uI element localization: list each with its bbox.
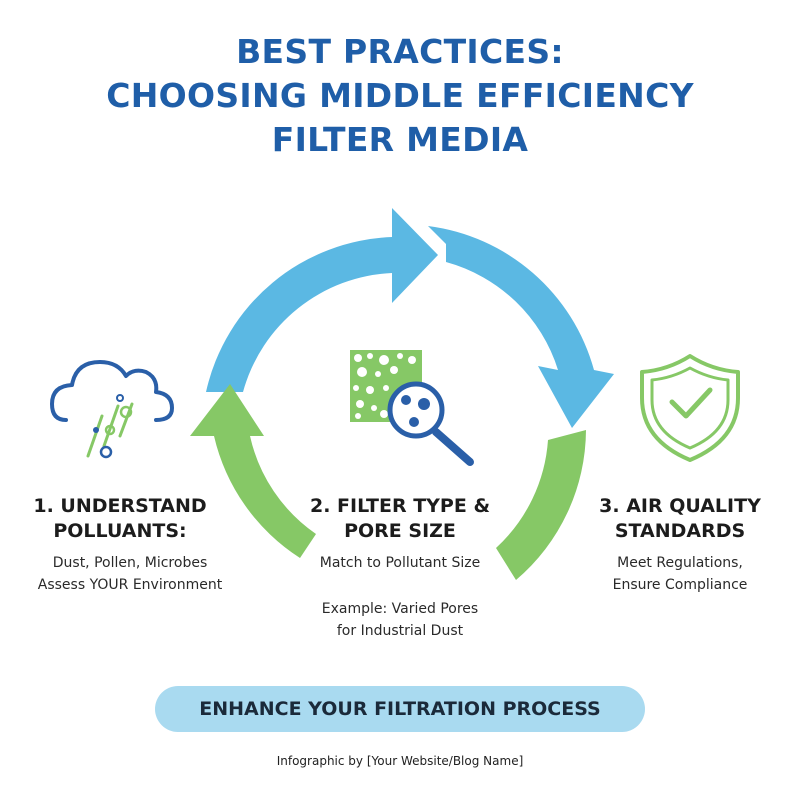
- step-2-example-line-1: Example: Varied Pores: [321, 601, 479, 617]
- step-1-title: 1. UNDERSTAND POLLUANTS:: [20, 494, 220, 544]
- shield-check-icon: [640, 354, 740, 462]
- title-line-1: BEST PRACTICES:: [236, 32, 564, 71]
- step-2-title: 2. FILTER TYPE & PORE SIZE: [300, 494, 500, 544]
- step-3-description: Meet Regulations, Ensure Compliance: [570, 552, 790, 596]
- step-1-description: Dust, Pollen, Microbes Assess YOUR Envir…: [10, 552, 250, 596]
- step-2-example-line-2: for Industrial Dust: [336, 623, 464, 639]
- step-3-title-line-2: STANDARDS: [614, 520, 746, 542]
- cycle-arrow-top-left: [206, 208, 438, 392]
- step-2-description: Match to Pollutant Size: [290, 552, 510, 574]
- step-3-title-line-1: 3. AIR QUALITY: [599, 495, 761, 517]
- step-3-title: 3. AIR QUALITY STANDARDS: [580, 494, 780, 544]
- step-1-desc-line-2: Assess YOUR Environment: [37, 577, 223, 593]
- title-line-3: FILTER MEDIA: [271, 120, 529, 159]
- cycle-arrow-bottom-right: [496, 430, 586, 580]
- cycle-arrow-left-up: [190, 384, 316, 558]
- step-3-desc-line-1: Meet Regulations,: [617, 555, 743, 571]
- title-line-2: CHOOSING MIDDLE EFFICIENCY: [106, 76, 694, 115]
- cta-banner: ENHANCE YOUR FILTRATION PROCESS: [155, 686, 645, 732]
- filter-magnifier-icon: [350, 350, 474, 466]
- cycle-arrow-top-right: [428, 226, 614, 428]
- step-2-desc-line-1: Match to Pollutant Size: [319, 555, 481, 571]
- page-title: BEST PRACTICES: CHOOSING MIDDLE EFFICIEN…: [0, 30, 800, 162]
- step-1-desc-line-1: Dust, Pollen, Microbes: [52, 555, 208, 571]
- step-1-title-line-1: 1. UNDERSTAND: [33, 495, 207, 517]
- credit-text: Infographic by [Your Website/Blog Name]: [276, 754, 524, 768]
- step-3-desc-line-2: Ensure Compliance: [612, 577, 748, 593]
- step-2-title-line-2: PORE SIZE: [344, 520, 456, 542]
- cloud-pollutant-icon: [50, 360, 174, 459]
- step-2-title-line-1: 2. FILTER TYPE &: [309, 495, 491, 517]
- step-2-example: Example: Varied Pores for Industrial Dus…: [290, 598, 510, 642]
- step-1-title-line-2: POLLUANTS:: [53, 520, 187, 542]
